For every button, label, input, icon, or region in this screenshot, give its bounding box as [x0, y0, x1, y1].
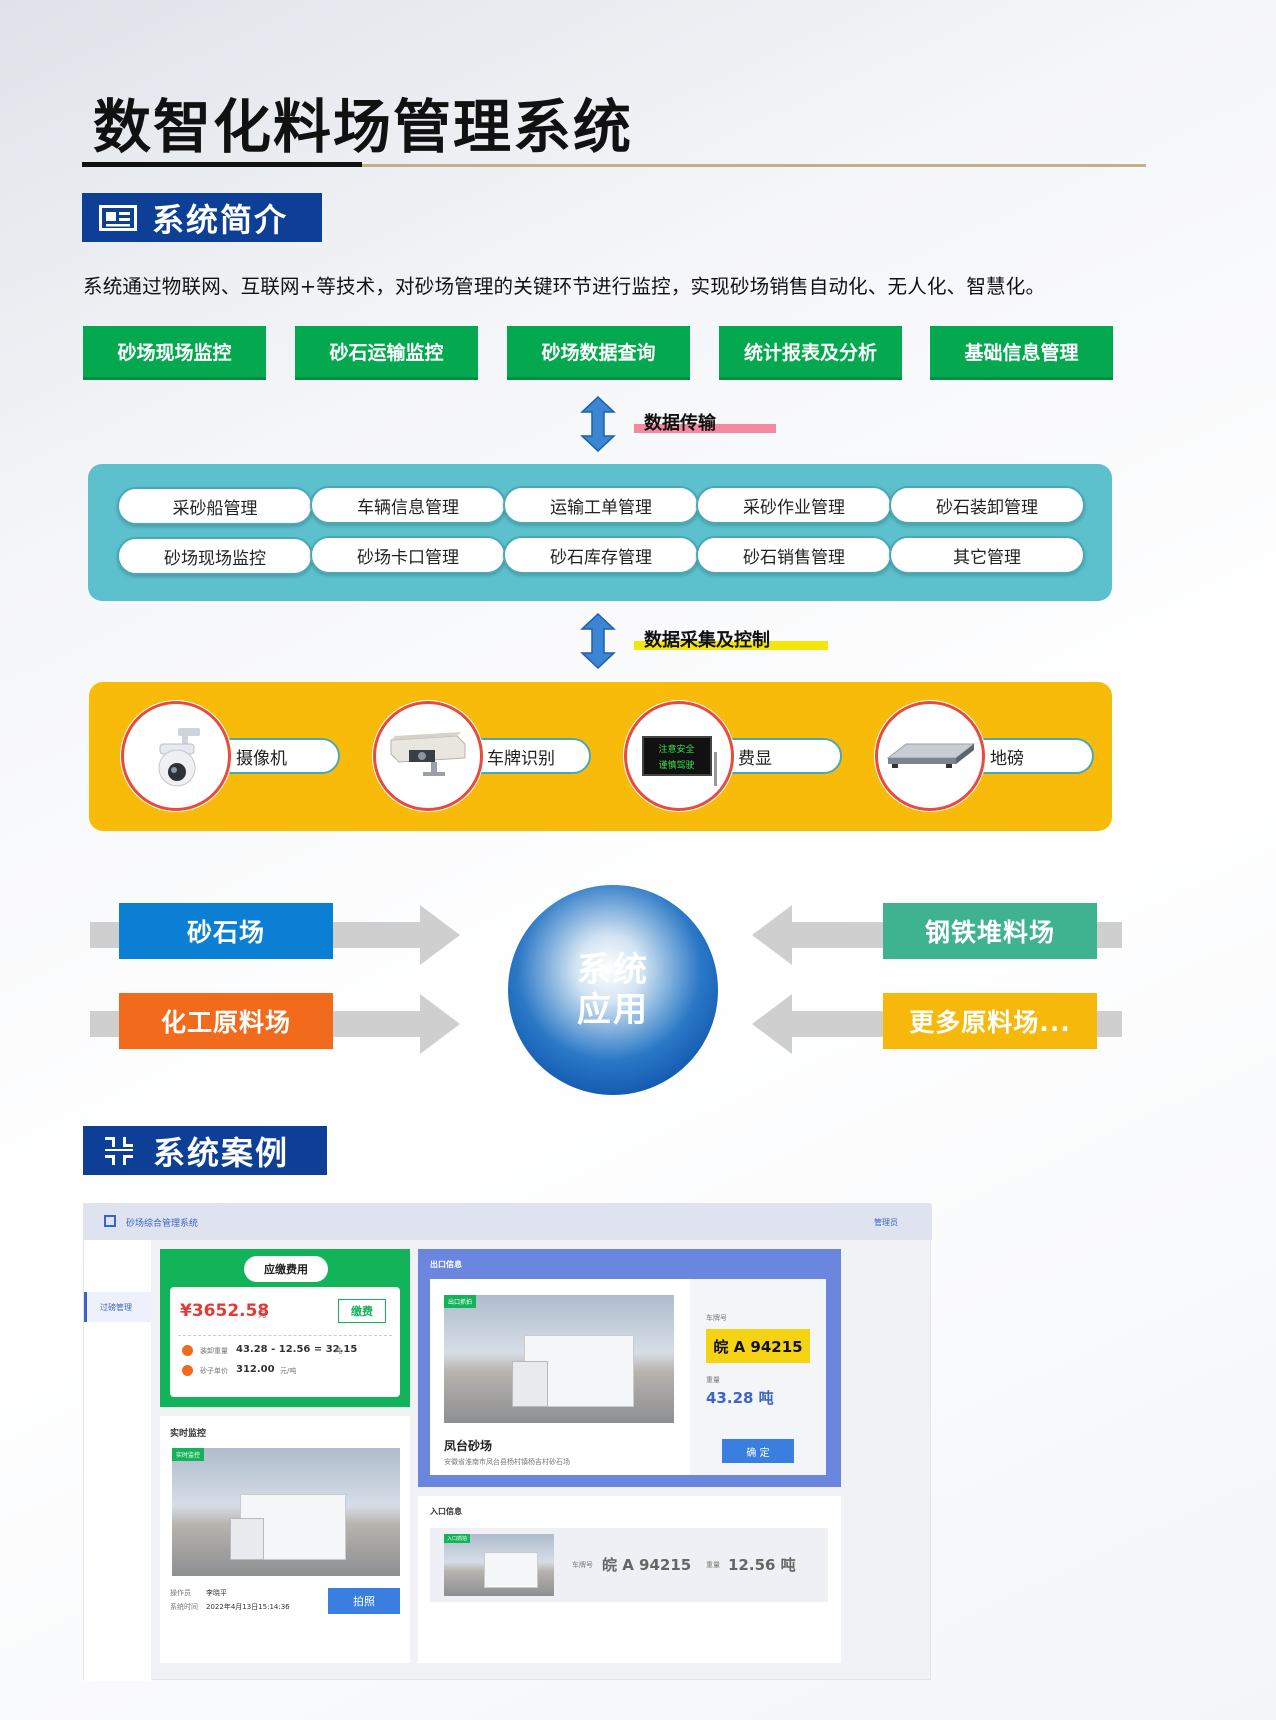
subsystem-pill: 其它管理	[889, 536, 1085, 574]
system-application-hub: 系统 应用	[508, 885, 718, 1095]
hub-line: 应用	[577, 990, 649, 1030]
exit-panel: 出口抓拍 凤台砂场 安徽省淮南市凤台县杨村镇杨吉村砂石场 车牌号 皖 A 942…	[430, 1279, 826, 1475]
intro-text: 系统通过物联网、互联网+等技术，对砂场管理的关键环节进行监控，实现砂场销售自动化…	[83, 275, 1046, 298]
time-label: 系统时间	[170, 1603, 198, 1611]
subsystem-pill: 砂石销售管理	[696, 536, 892, 574]
exit-title: 出口信息	[430, 1260, 462, 1269]
camera-badge: 入口抓拍	[444, 1534, 471, 1543]
weight-unit: 吨	[335, 1347, 342, 1355]
app-sidebar: 过磅管理	[84, 1240, 151, 1681]
module-box: 砂石运输监控	[295, 326, 478, 380]
confirm-button[interactable]: 确 定	[722, 1439, 794, 1463]
price-unit: 元/吨	[280, 1367, 297, 1375]
module-box: 砂场数据查询	[507, 326, 690, 380]
exit-plate: 皖 A 94215	[706, 1329, 810, 1363]
system-time: 2022年4月13日15:14:36	[206, 1603, 290, 1611]
section-heading-label: 系统案例	[153, 1133, 290, 1172]
plate-label: 车牌号	[572, 1561, 593, 1569]
title-rule-dark	[82, 162, 362, 167]
monitor-camera-image: 实时监控	[172, 1448, 400, 1576]
screen-text: 注意安全	[658, 744, 695, 755]
operator-label: 操作员	[170, 1589, 191, 1597]
double-arrow-icon	[580, 396, 616, 452]
module-box: 统计报表及分析	[719, 326, 902, 380]
app-label-sand-yard: 砂石场	[119, 903, 333, 959]
site-address: 安徽省淮南市凤台县杨村镇杨吉村砂石场	[444, 1458, 570, 1466]
flow-label-underline	[634, 424, 776, 433]
cross-grid-icon	[99, 1136, 139, 1165]
case-screenshot: 砂场综合管理系统 管理员 过磅管理 应缴费用 ¥3652.58 元 缴费 装卸重…	[83, 1203, 932, 1681]
subsystem-pill: 运输工单管理	[503, 486, 699, 524]
operator-name: 李晓平	[206, 1589, 227, 1597]
weight-label: 重量	[706, 1561, 720, 1569]
double-arrow-icon	[580, 613, 616, 669]
pay-button[interactable]: 缴费	[338, 1299, 386, 1323]
camera-badge: 实时监控	[172, 1448, 205, 1461]
module-box: 基础信息管理	[930, 326, 1113, 380]
title-rule-gold	[362, 164, 1146, 167]
fee-display-screen-icon: 注意安全 谨慎驾驶	[624, 701, 734, 811]
subsystem-pill: 砂场现场监控	[117, 537, 313, 575]
price-label: 砂子单价	[200, 1367, 228, 1375]
entry-weight: 12.56 吨	[728, 1556, 796, 1574]
site-name: 凤台砂场	[444, 1439, 493, 1453]
section-heading-intro: 系统简介	[82, 193, 322, 242]
app-label-more-yards: 更多原料场...	[883, 993, 1097, 1049]
price-value: 312.00	[236, 1364, 275, 1375]
app-topbar: 砂场综合管理系统 管理员	[84, 1204, 932, 1240]
entry-title: 入口信息	[430, 1507, 462, 1516]
document-card-icon	[98, 204, 138, 232]
exit-card: 出口信息 出口抓拍 凤台砂场 安徽省淮南市凤台县杨村镇杨吉村砂石场 车牌号 皖 …	[418, 1249, 841, 1487]
app-label-chemical-yard: 化工原料场	[119, 993, 333, 1049]
ptz-camera-icon	[121, 701, 231, 811]
subsystem-pill: 砂石库存管理	[503, 536, 699, 574]
subsystem-pill: 采砂作业管理	[696, 486, 892, 524]
section-heading-cases: 系统案例	[83, 1126, 327, 1175]
flow-label-transfer: 数据传输	[644, 413, 716, 434]
weighbridge-icon	[875, 701, 985, 811]
entry-panel: 入口抓拍 车牌号 皖 A 94215 重量 12.56 吨	[430, 1528, 828, 1602]
screen-text: 谨慎驾驶	[658, 760, 695, 771]
sidebar-item-weighing[interactable]: 过磅管理	[100, 1303, 132, 1312]
entry-camera-image: 入口抓拍	[444, 1534, 554, 1596]
plate-label: 车牌号	[706, 1314, 727, 1322]
fee-title: 应缴费用	[244, 1256, 328, 1282]
app-label-steel-yard: 钢铁堆料场	[883, 903, 1097, 959]
price-icon	[182, 1365, 193, 1376]
fee-amount: ¥3652.58	[180, 1301, 270, 1321]
flow-label-underline	[634, 641, 828, 650]
monitor-card: 实时监控 实时监控 操作员 李晓平 系统时间 2022年4月13日15:14:3…	[160, 1416, 410, 1663]
exit-camera-image: 出口抓拍	[444, 1295, 674, 1423]
subsystem-panel	[88, 464, 1112, 601]
fee-unit: 元	[258, 1310, 266, 1319]
app-title: 砂场综合管理系统	[126, 1219, 199, 1229]
entry-plate: 皖 A 94215	[602, 1556, 692, 1574]
subsystem-pill: 砂石装卸管理	[889, 486, 1085, 524]
section-heading-label: 系统简介	[152, 200, 289, 239]
weight-label: 重量	[706, 1376, 720, 1384]
capture-button[interactable]: 拍照	[328, 1588, 400, 1614]
weight-value: 43.28 - 12.56 = 32.15	[236, 1344, 358, 1355]
subsystem-pill: 车辆信息管理	[310, 486, 506, 524]
fee-panel: ¥3652.58 元 缴费 装卸重量 43.28 - 12.56 = 32.15…	[170, 1287, 400, 1397]
page-title: 数智化料场管理系统	[93, 93, 634, 161]
monitor-title: 实时监控	[170, 1429, 207, 1439]
weight-label: 装卸重量	[200, 1347, 228, 1355]
flow-label-collect: 数据采集及控制	[644, 630, 770, 651]
weight-icon	[182, 1345, 193, 1356]
subsystem-pill: 砂场卡口管理	[310, 536, 506, 574]
camera-badge: 出口抓拍	[444, 1295, 477, 1308]
subsystem-pill: 采砂船管理	[117, 487, 313, 525]
hub-line: 系统	[577, 950, 649, 990]
plate-recognition-camera-icon	[373, 701, 483, 811]
user-name[interactable]: 管理员	[874, 1218, 898, 1227]
exit-weight: 43.28 吨	[706, 1389, 774, 1407]
app-logo-icon	[104, 1215, 116, 1227]
entry-card: 入口信息 入口抓拍 车牌号 皖 A 94215 重量 12.56 吨	[418, 1496, 841, 1663]
module-box: 砂场现场监控	[83, 326, 266, 380]
